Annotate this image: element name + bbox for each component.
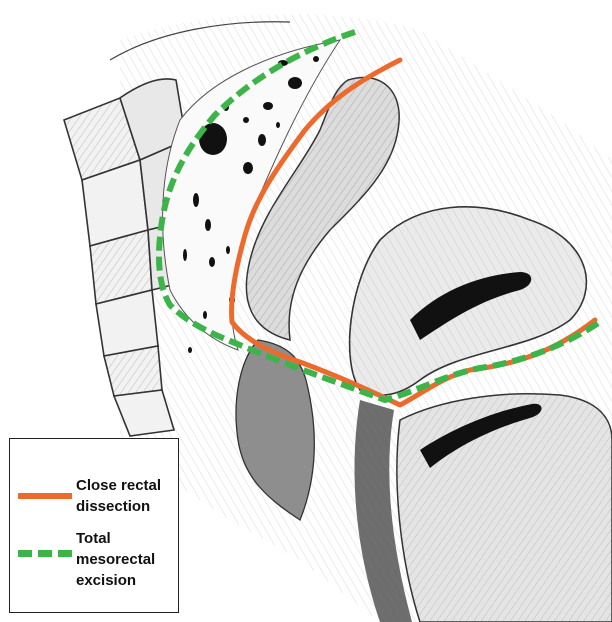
- legend-label-total-mesorectal-excision: Total mesorectal excision: [76, 528, 155, 591]
- legend: Close rectal dissection Total mesorectal…: [9, 438, 179, 613]
- orange-solid-line-swatch: [18, 493, 72, 499]
- green-dashed-line-swatch: [18, 550, 72, 557]
- legend-label-close-rectal-dissection: Close rectal dissection: [76, 475, 161, 517]
